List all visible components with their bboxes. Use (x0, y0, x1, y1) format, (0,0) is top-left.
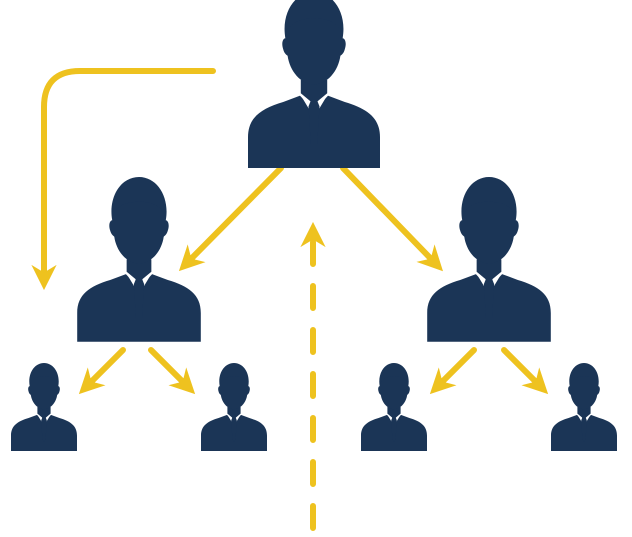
person-bottom-4 (551, 363, 617, 451)
arrow-mid-right-to-bottom-3 (429, 347, 477, 395)
arrows-layer (31, 68, 549, 531)
person-top (248, 0, 380, 168)
arrow-mid-left-to-bottom-2 (148, 347, 196, 395)
person-bottom-2 (201, 363, 267, 451)
person-bottom-1 (10, 363, 77, 451)
elbow-arrow (31, 68, 216, 291)
arrow-mid-left-to-bottom-1 (78, 347, 126, 395)
person-bottom-3 (361, 363, 427, 451)
arrow-top-to-mid-right (340, 165, 444, 272)
person-mid-right (427, 177, 551, 342)
arrow-top-to-mid-left (178, 165, 284, 272)
person-mid-left (77, 177, 201, 342)
arrow-mid-right-to-bottom-4 (501, 347, 549, 395)
